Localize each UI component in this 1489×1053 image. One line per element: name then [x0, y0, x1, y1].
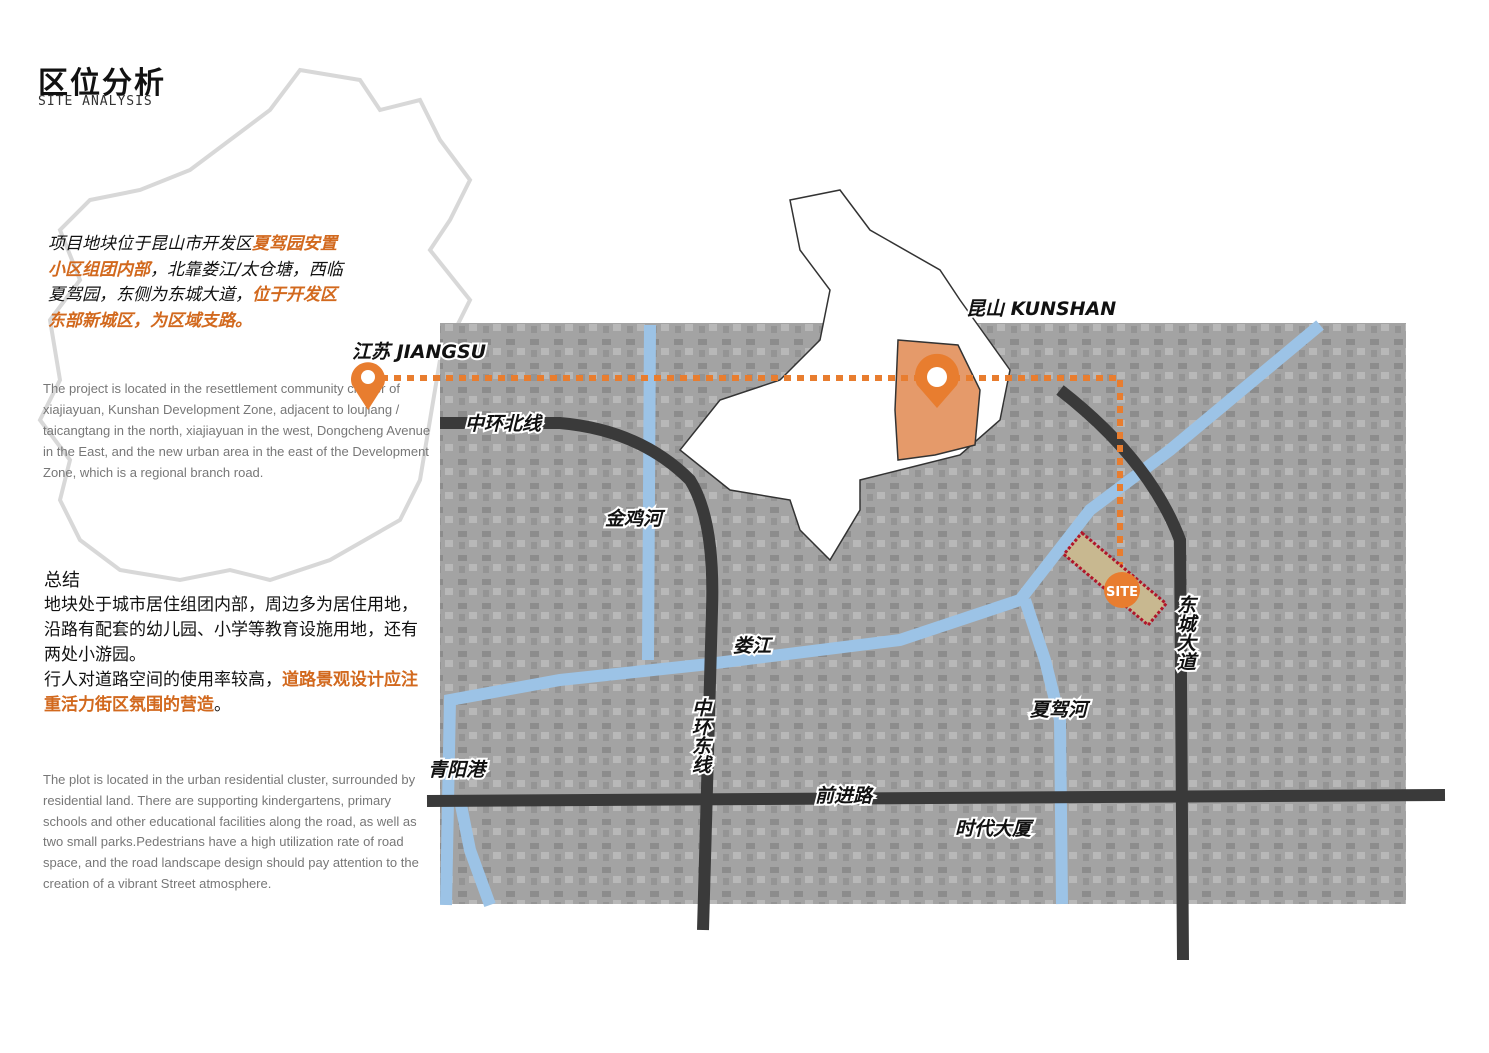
- river-xiajia: [1019, 598, 1068, 905]
- summary-text: 。: [214, 695, 231, 715]
- label-shidai-building: 时代大厦: [955, 818, 1035, 840]
- intro-text: ，北靠娄江/太仓塘，西临夏驾园，东侧为东城大道，: [48, 259, 343, 306]
- summary-english: The plot is located in the urban residen…: [43, 772, 419, 891]
- location-pin-icon: [915, 353, 960, 408]
- label-kunshan: 昆山 KUNSHAN: [966, 298, 1116, 320]
- location-pin-icon: [351, 362, 385, 410]
- summary-text: 行人对道路空间的使用率较高，: [44, 670, 282, 690]
- page-title: 区位分析: [38, 66, 166, 101]
- label-loujiang: 娄江: [733, 635, 774, 657]
- site-label: SITE: [1106, 585, 1138, 600]
- summary-chinese: 地块处于城市居住组团内部，周边多为居住用地，沿路有配套的幼儿园、小学等教育设施用…: [44, 593, 419, 718]
- intro-text: 项目地块位于昆山市开发区: [48, 234, 252, 254]
- kunshan-outline: [678, 189, 1011, 562]
- road-dongcheng: [1056, 385, 1189, 961]
- summary-heading: 总结: [44, 570, 80, 591]
- road-zhonghuan: [440, 417, 719, 931]
- label-xiajia-river: 夏驾河: [1030, 699, 1091, 721]
- summary-text: 地块处于城市居住组团内部，周边多为居住用地，沿路有配套的幼儿园、小学等教育设施用…: [44, 595, 418, 665]
- intro-english: The project is located in the resettleme…: [43, 381, 431, 480]
- river-jinji: [642, 324, 656, 661]
- intro-highlight: 夏驾园安置小区组团内部: [48, 234, 337, 280]
- roads: [426, 385, 1446, 961]
- river-loujiang: [440, 320, 1324, 906]
- label-zhonghuan-north: 中环北线: [465, 413, 543, 435]
- summary-highlight: 道路景观设计应注重活力街区氛围的营造: [44, 670, 418, 715]
- road-qianjin: [426, 789, 1446, 807]
- label-qianjin-road: 前进路: [815, 785, 874, 807]
- rivers: [440, 320, 1324, 908]
- label-jiangsu: 江苏 JIANGSU: [352, 341, 487, 363]
- connector-line: [368, 375, 1123, 580]
- label-dongcheng-avenue: 东城大道: [1174, 595, 1197, 671]
- label-jinji-river: 金鸡河: [605, 508, 666, 530]
- site-marker: [1104, 572, 1140, 608]
- label-zhonghuan-east: 中环东线: [688, 698, 712, 774]
- intro-chinese: 项目地块位于昆山市开发区夏驾园安置小区组团内部，北靠娄江/太仓塘，西临夏驾园，东…: [48, 232, 348, 334]
- river-qingyang: [454, 798, 496, 908]
- label-qingyang-port: 青阳港: [428, 759, 488, 781]
- page-subtitle: SITE ANALYSIS: [38, 94, 153, 109]
- intro-highlight: 位于开发区东部新城区，为区域支路。: [48, 285, 337, 331]
